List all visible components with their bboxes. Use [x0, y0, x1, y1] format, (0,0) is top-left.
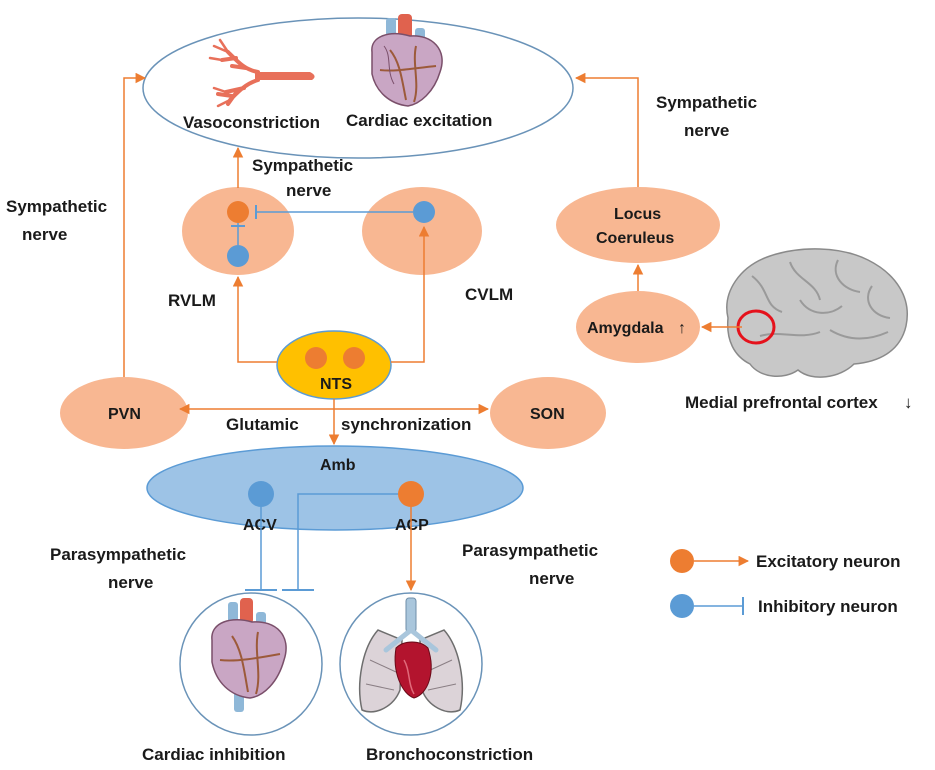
legend-inhibitory-neuron — [670, 594, 694, 618]
bronchoconstriction-label: Bronchoconstriction — [366, 745, 533, 764]
amygdala-up-arrow: ↑ — [678, 320, 686, 337]
bronchoconstriction-circle — [339, 592, 483, 736]
legend: Excitatory neuron Inhibitory neuron — [670, 549, 901, 618]
amb-label: Amb — [320, 457, 356, 474]
legend-inhibitory-label: Inhibitory neuron — [758, 597, 898, 616]
amygdala-label: Amygdala — [587, 320, 664, 337]
acp-label: ACP — [395, 517, 429, 534]
sympathetic-top-label-1: Sympathetic — [252, 156, 353, 175]
sympathetic-right-label-2: nerve — [684, 121, 729, 140]
son-node — [490, 377, 606, 449]
lungs-icon — [359, 597, 463, 713]
amb-node — [146, 445, 524, 531]
rvlm-excitatory-neuron — [227, 201, 249, 223]
acv-neuron — [248, 481, 274, 507]
synchronization-label: synchronization — [341, 415, 471, 434]
nts-label: NTS — [320, 376, 352, 393]
cvlm-node — [362, 187, 482, 275]
parasym-right-label-1: Parasympathetic — [462, 541, 598, 560]
pvn-node — [60, 377, 188, 449]
legend-excitatory-label: Excitatory neuron — [756, 552, 901, 571]
cvlm-inhibitory-neuron — [413, 201, 435, 223]
acp-inhibition-line — [297, 493, 398, 590]
medial-prefrontal-down-arrow: ↓ — [904, 393, 913, 412]
sympathetic-right-label-1: Sympathetic — [656, 93, 757, 112]
cardiac-inhibition-circle — [179, 592, 323, 736]
effector-ellipse — [142, 17, 574, 159]
sympathetic-left-label-1: Sympathetic — [6, 197, 107, 216]
brain-icon — [726, 248, 908, 378]
nts-to-rvlm-arrow — [232, 275, 277, 363]
nts-neuron-2 — [343, 347, 365, 369]
cardiac-excitation-label: Cardiac excitation — [346, 111, 492, 130]
acp-neuron — [398, 481, 424, 507]
parasym-left-label-1: Parasympathetic — [50, 545, 186, 564]
heart-icon-bottom — [211, 598, 287, 712]
pvn-label: PVN — [108, 406, 141, 423]
son-label: SON — [530, 406, 565, 423]
rvlm-label: RVLM — [168, 291, 216, 310]
parasym-right-label-2: nerve — [529, 569, 574, 588]
cvlm-label: CVLM — [465, 285, 513, 304]
rvlm-inhibitory-neuron — [227, 245, 249, 267]
pvn-to-effector-arrow — [123, 72, 147, 377]
blood-vessel-icon — [208, 38, 315, 108]
glutamic-label: Glutamic — [226, 415, 299, 434]
nts-to-cvlm-arrow — [391, 225, 430, 363]
sympathetic-top-label-2: nerve — [286, 181, 331, 200]
locus-label-2: Coeruleus — [596, 230, 674, 247]
amygdala-node — [576, 291, 700, 363]
locus-to-effector-arrow — [574, 72, 639, 187]
medial-prefrontal-label: Medial prefrontal cortex — [685, 393, 878, 412]
legend-excitatory-neuron — [670, 549, 694, 573]
vasoconstriction-label: Vasoconstriction — [183, 113, 320, 132]
locus-coeruleus-node — [556, 187, 720, 263]
heart-icon — [371, 14, 443, 107]
acv-label: ACV — [243, 517, 277, 534]
cardiac-inhibition-label: Cardiac inhibition — [142, 745, 286, 764]
locus-label-1: Locus — [614, 206, 661, 223]
parasym-left-label-2: nerve — [108, 573, 153, 592]
sympathetic-left-label-2: nerve — [22, 225, 67, 244]
nts-neuron-1 — [305, 347, 327, 369]
